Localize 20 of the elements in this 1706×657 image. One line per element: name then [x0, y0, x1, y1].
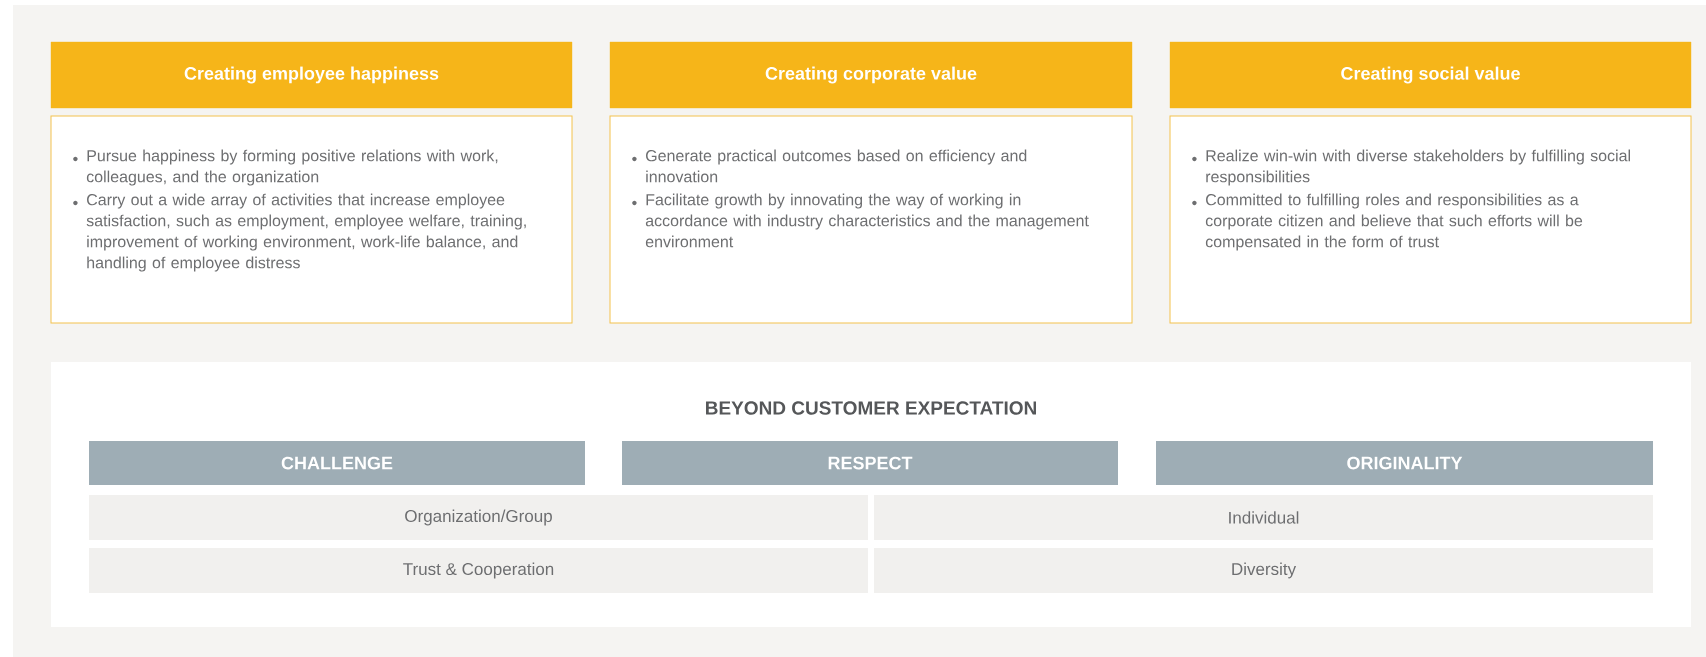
bullet-item: Generate practical outcomes based on efficiency and innovation [646, 149, 1027, 183]
bullet-item: Committed to fulfilling roles and responsibilities as a corporate citizen and believe that such efforts will be compensated in the form of trust [1205, 193, 1583, 251]
text-box [1169, 115, 1692, 324]
text-box [50, 115, 573, 324]
table-cell: Trust & Cooperation [89, 548, 868, 593]
header-box: Creating corporate value [609, 41, 1133, 109]
bullet-item: Facilitate growth by innovating the way of working in accordance with industry characteristics and the management environment [645, 193, 1089, 248]
value-bar: ORIGINALITY [1156, 441, 1653, 485]
text-box [609, 115, 1133, 324]
header-box: Creating employee happiness [50, 41, 573, 109]
value-bar: RESPECT [622, 441, 1118, 485]
bullet-item: Realize win-win with diverse stakeholders by fulfilling social responsibilities [1206, 149, 1630, 186]
table-cell: Organization/Group [89, 495, 868, 540]
bullet-item: Carry out a wide array of activities that increase employee satisfaction, such as employment, employee welfare, training, improvement of working environment, work-life balance, and handling of employee distress [86, 193, 526, 272]
panel-title: BEYOND CUSTOMER EXPECTATION [706, 401, 1036, 415]
bullet-item: Pursue happiness by forming positive relations with work, colleagues, and the organization [86, 149, 498, 186]
table-cell: Diversity [874, 548, 1653, 593]
value-bar: CHALLENGE [89, 441, 585, 485]
table-cell: Individual [874, 495, 1653, 540]
header-box: Creating social value [1169, 41, 1692, 109]
